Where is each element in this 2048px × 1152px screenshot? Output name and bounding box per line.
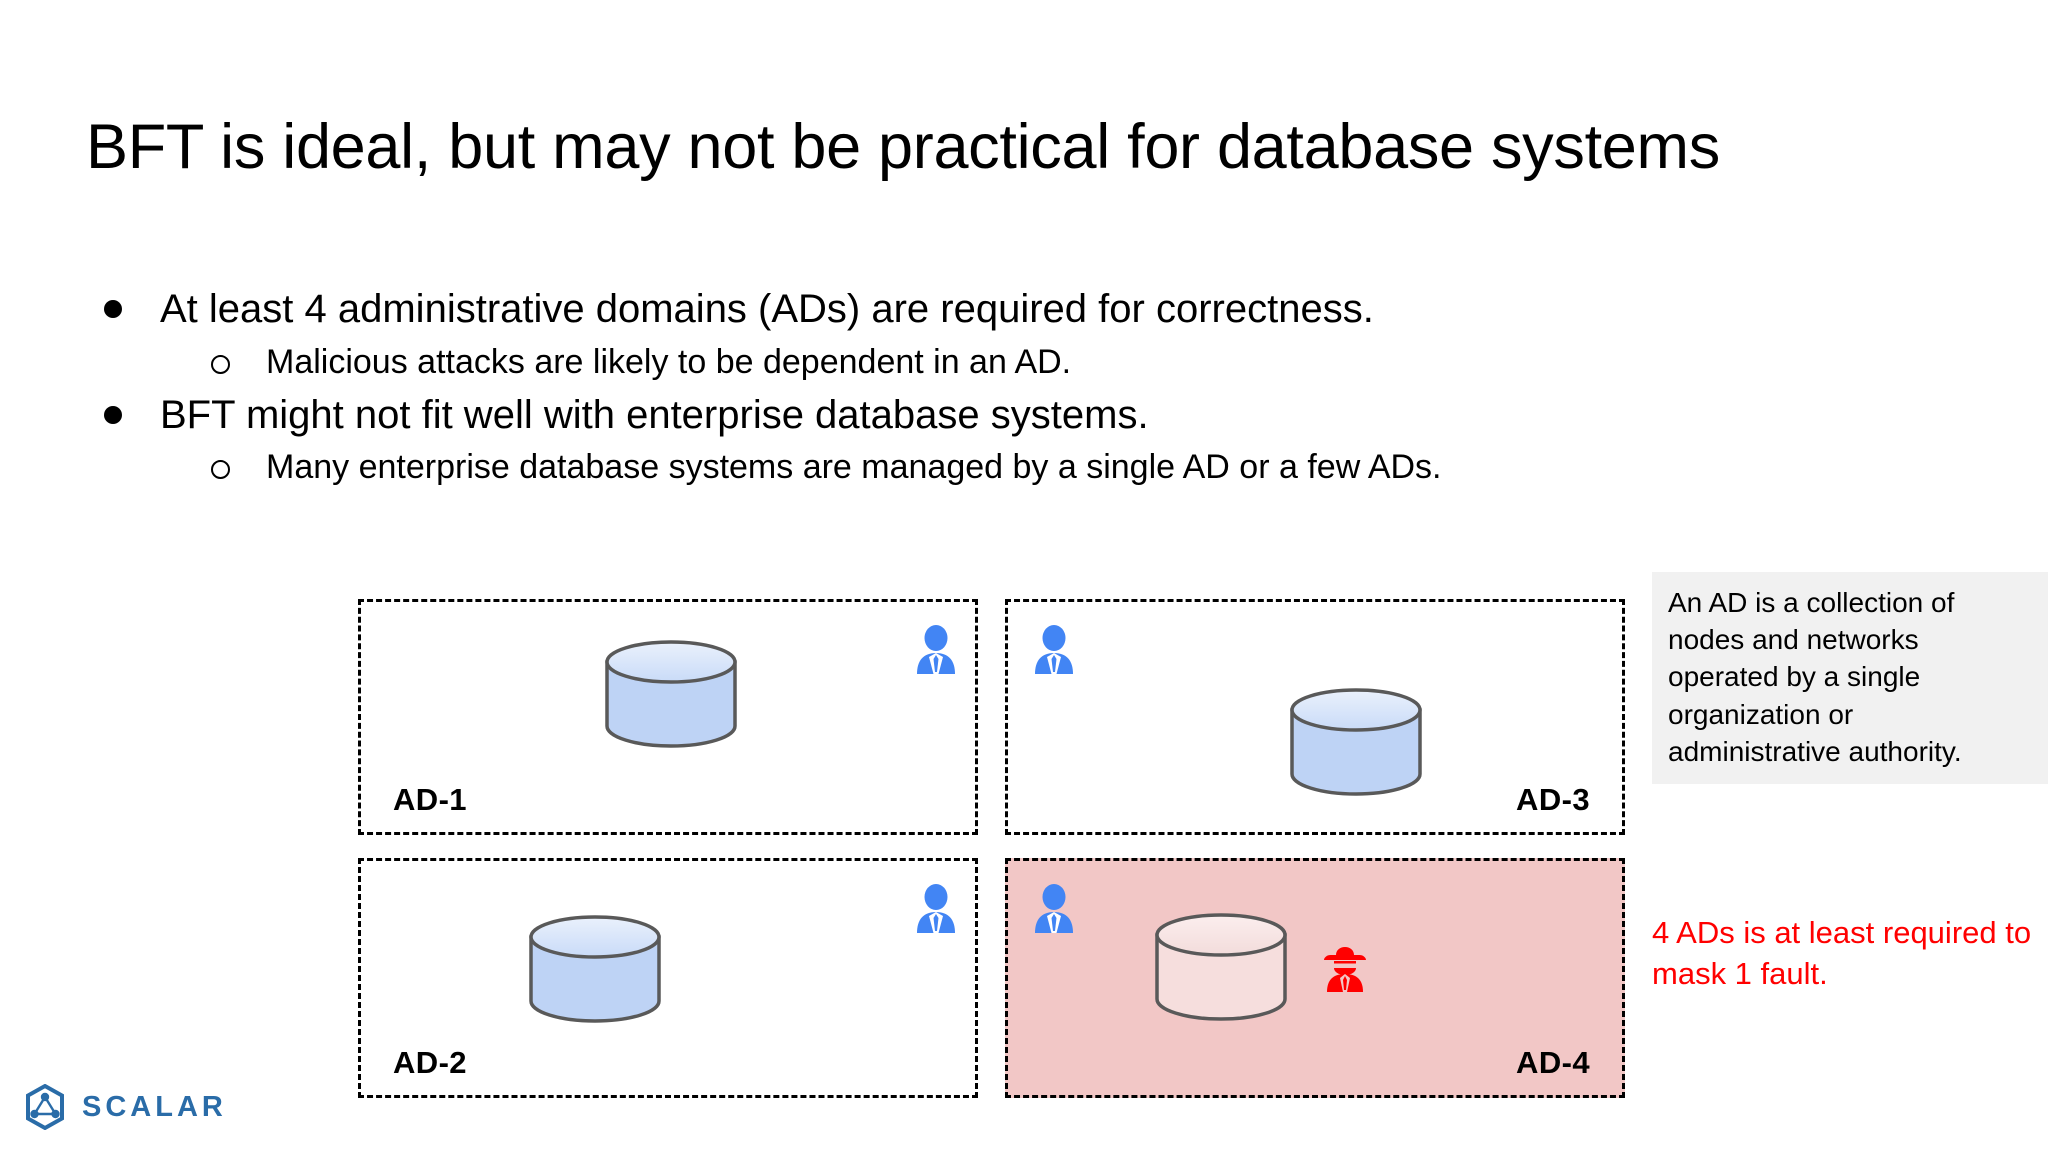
scalar-wordmark: SCALAR [82,1090,227,1123]
scalar-hexagon-icon [26,1084,64,1130]
ad-domain-label-4: AD-4 [1516,1045,1590,1080]
ad-domain-box-2: AD-2 [358,858,978,1098]
ad-domain-label-1: AD-1 [393,782,467,817]
database-cylinder-icon [1290,688,1422,796]
ad-definition-note: An AD is a collection of nodes and netwo… [1652,572,2048,785]
bullet-list: At least 4 administrative domains (ADs) … [104,283,1964,494]
ad-domain-label-3: AD-3 [1516,782,1590,817]
bullet-item-2: Malicious attacks are likely to be depen… [104,340,1964,385]
bullet-disc-icon [104,405,122,424]
database-cylinder-icon [529,915,661,1023]
bullet-item-1-text: At least 4 administrative domains (ADs) … [160,287,1374,331]
bullet-item-3-text: BFT might not fit well with enterprise d… [160,392,1149,437]
ad-domain-box-1: AD-1 [358,599,978,835]
person-icon [1035,884,1073,933]
person-icon [1035,625,1073,674]
page-title: BFT is ideal, but may not be practical f… [86,112,1720,182]
bullet-item-4: Many enterprise database systems are man… [104,445,1964,490]
bullet-circle-icon [211,460,230,480]
bullet-item-1: At least 4 administrative domains (ADs) … [104,283,1964,336]
ad-domain-box-3: AD-3 [1005,599,1625,835]
bullet-item-4-text: Many enterprise database systems are man… [266,448,1442,487]
database-cylinder-icon [1155,913,1287,1021]
ad-domain-label-2: AD-2 [393,1045,467,1080]
bullet-item-2-text: Malicious attacks are likely to be depen… [266,342,1072,381]
bullet-disc-icon [104,300,122,318]
person-icon [917,625,955,674]
attacker-spy-icon [1324,947,1366,992]
fault-mask-warning-note: 4 ADs is at least required to mask 1 fau… [1652,915,2032,992]
bullet-circle-icon [211,354,230,374]
ad-domain-box-4: AD-4 [1005,858,1625,1098]
person-icon [917,884,955,933]
bullet-item-3: BFT might not fit well with enterprise d… [104,389,1964,442]
database-cylinder-icon [605,640,737,748]
scalar-logo: SCALAR [22,1084,227,1130]
